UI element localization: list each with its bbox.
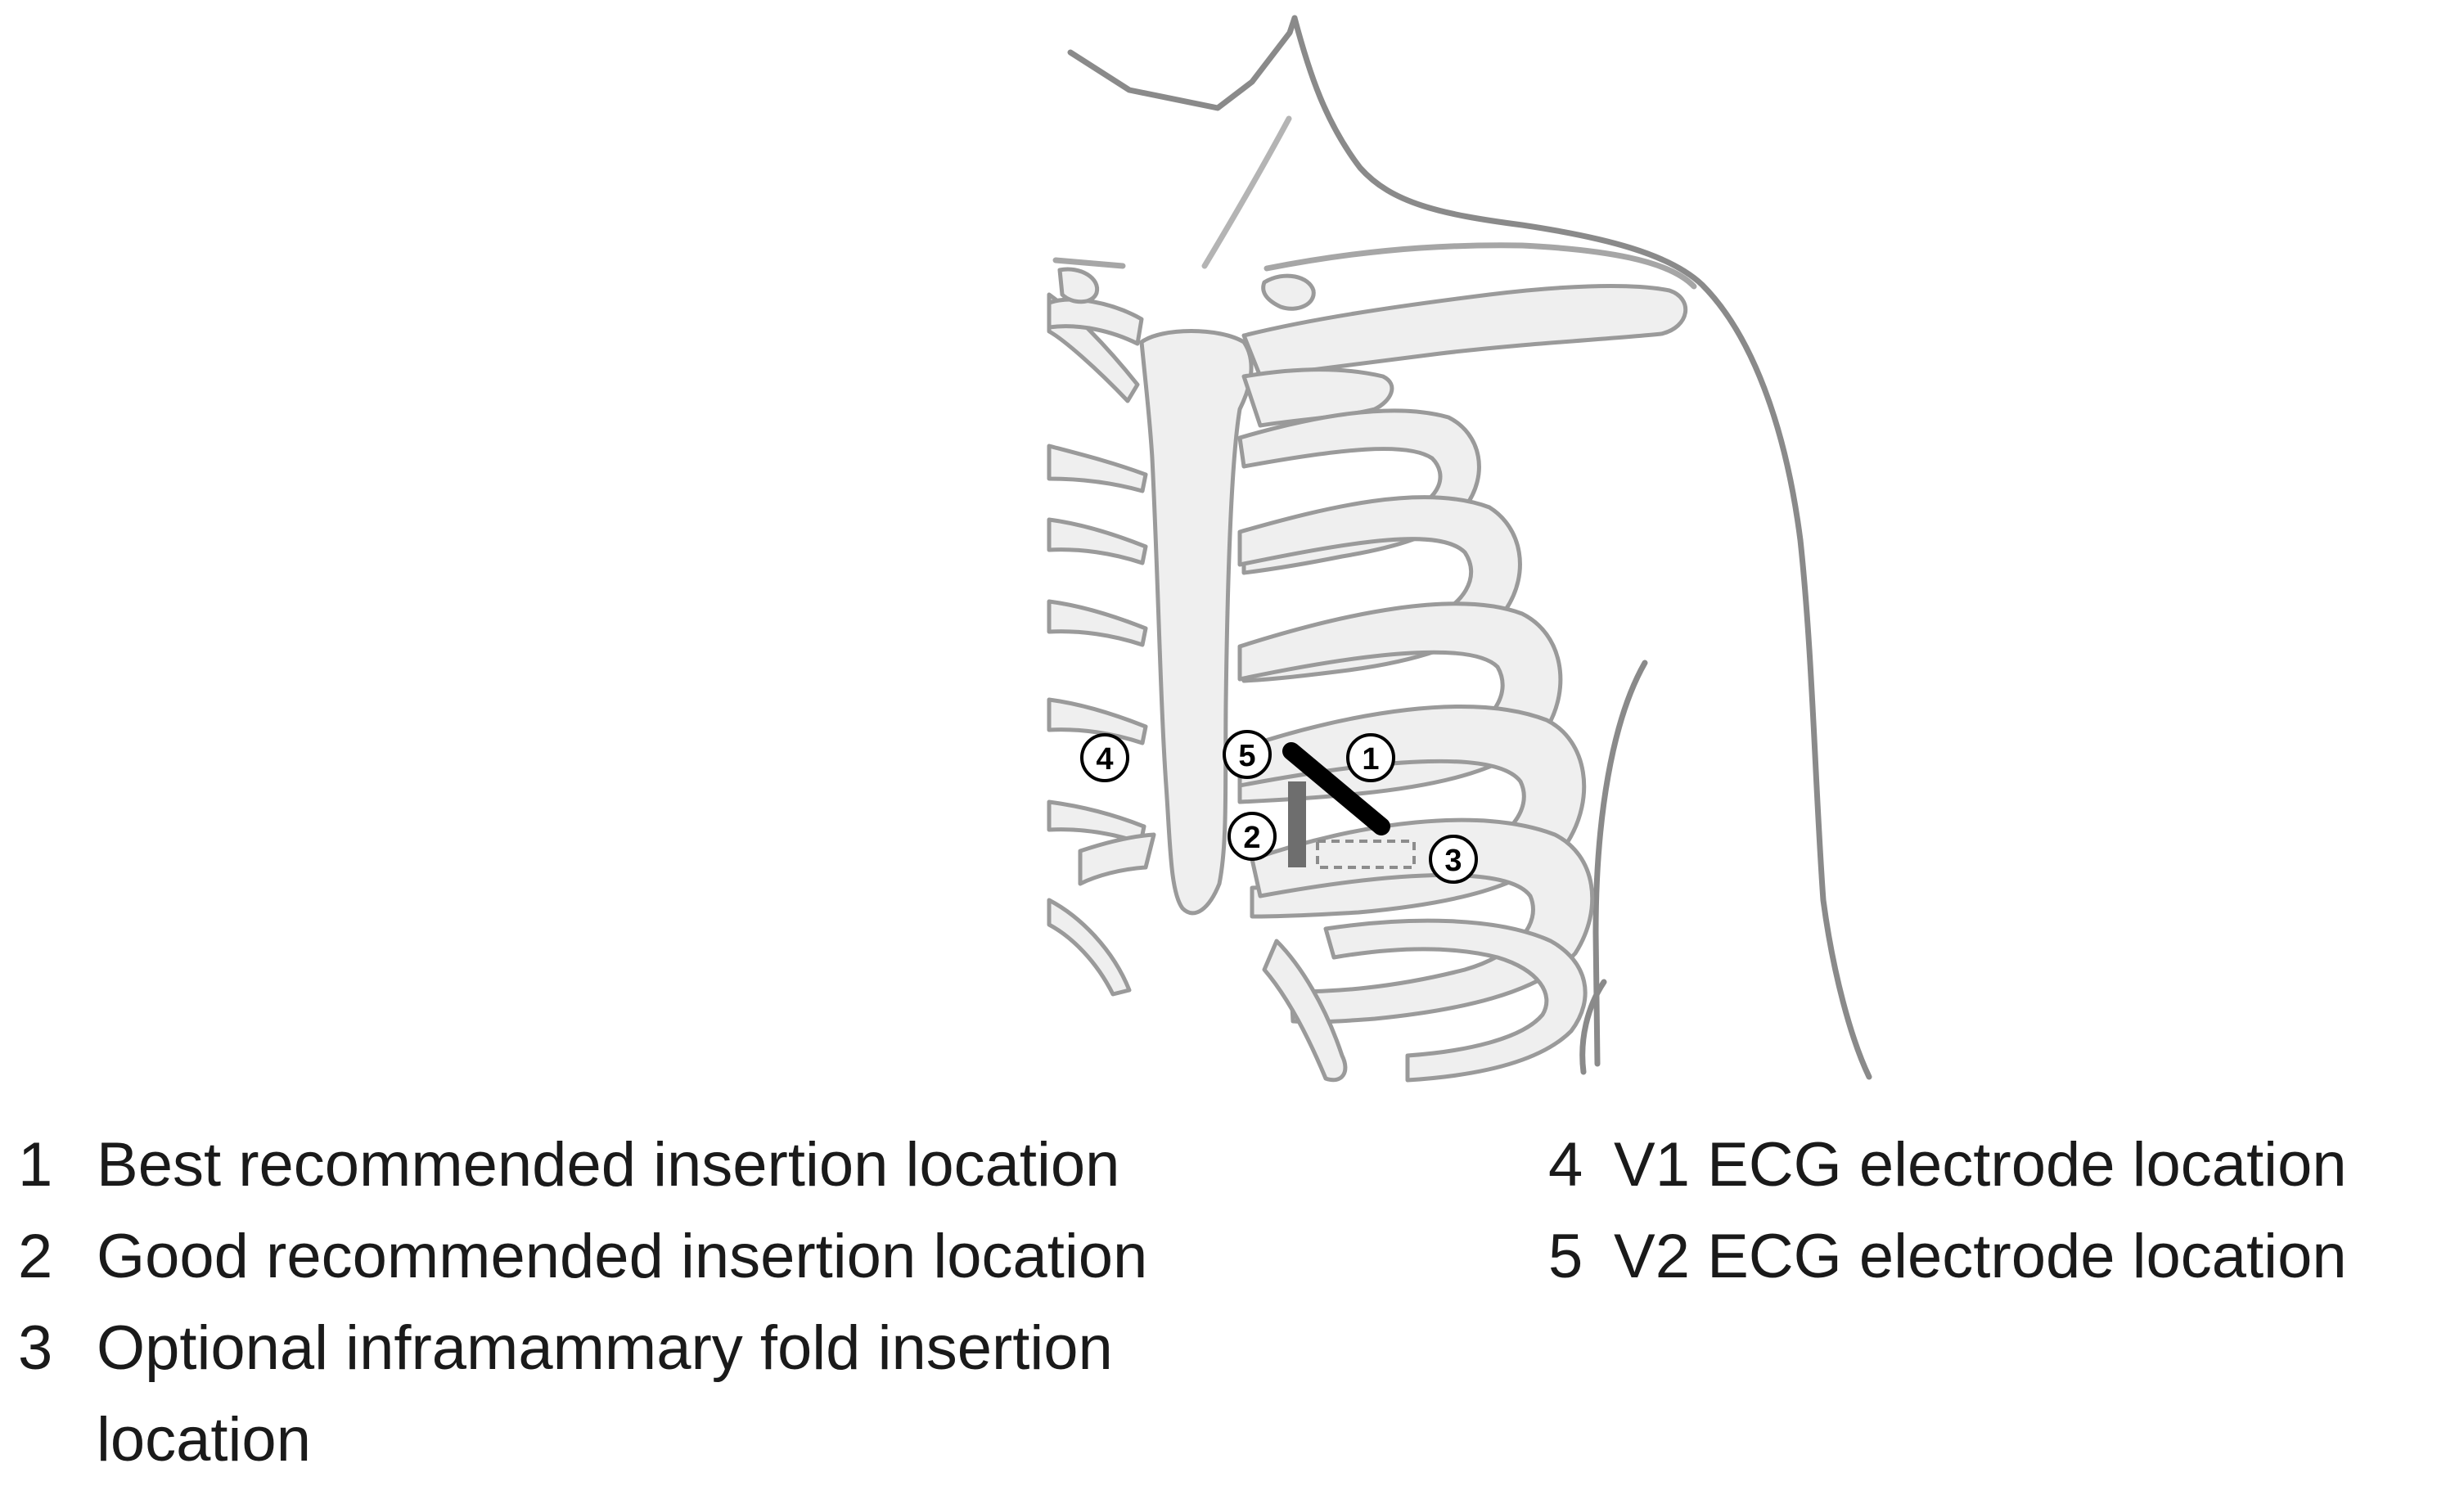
arm-line (1592, 660, 1648, 1067)
legend-item-1: 1 Best recommended insertion location (18, 1119, 1409, 1211)
marker-3-label: 3 (1444, 844, 1462, 878)
left-rib-7 (1078, 832, 1156, 886)
left-rib-3 (1047, 517, 1148, 565)
clavicle-knob-left (1057, 267, 1100, 304)
legend-text: Good recommended insertion location (97, 1222, 1148, 1291)
marker-3-circle (1429, 835, 1478, 884)
legend-text: V2 ECG electrode location (1614, 1222, 2347, 1291)
legend-number: 2 (18, 1222, 53, 1291)
marker-2-label: 2 (1243, 821, 1260, 855)
right-rib-7 (1323, 918, 1588, 1083)
axilla-curve (1579, 979, 1607, 1075)
legend-item-2: 2 Good recommended insertion location (18, 1211, 1409, 1303)
marker-1-label: 1 (1362, 742, 1379, 777)
left-rib-5 (1047, 697, 1148, 745)
marker-4: 4 (1080, 733, 1129, 782)
legend-item-4: 4 V1 ECG electrode location (1548, 1119, 2457, 1211)
marker-5-circle (1223, 730, 1272, 779)
right-rib-8 (1262, 939, 1348, 1083)
legend-text: V1 ECG electrode location (1614, 1130, 2347, 1200)
marker-1: 1 (1346, 733, 1395, 782)
legend-number: 5 (1548, 1222, 1583, 1291)
legend-number: 1 (18, 1130, 53, 1200)
neck-right-shoulder-line (1291, 15, 1872, 1080)
insertion-locations (1282, 742, 1416, 869)
legend-left: 1 Best recommended insertion location 2 … (18, 1119, 1409, 1486)
rib-cage (1047, 267, 1688, 1083)
left-rib-2 (1047, 444, 1148, 493)
clavicle-line-right (1264, 242, 1697, 290)
legend-text: Optional inframammary fold insertion loc… (97, 1313, 1113, 1475)
marker-5: 5 (1223, 730, 1272, 779)
legend-right: 4 V1 ECG electrode location 5 V2 ECG ele… (1548, 1119, 2457, 1303)
clavicle-line-left (1052, 257, 1126, 269)
optional-insertion-box (1316, 840, 1416, 869)
legend-item-3: 3 Optional inframammary fold insertion l… (18, 1303, 1409, 1486)
neck-left-line (1067, 15, 1298, 111)
marker-2-circle (1227, 812, 1277, 861)
best-insertion-line (1282, 742, 1390, 835)
marker-4-circle (1080, 733, 1129, 782)
legend-item-5: 5 V2 ECG electrode location (1548, 1211, 2457, 1303)
body-outline (1052, 15, 1872, 1080)
marker-5-label: 5 (1238, 739, 1255, 773)
right-rib-6 (1250, 817, 1595, 1024)
inner-neck-line (1201, 115, 1292, 269)
legend-number: 4 (1548, 1130, 1583, 1200)
legend-number: 3 (18, 1313, 53, 1383)
marker-3: 3 (1429, 835, 1478, 884)
clavicle-knob-right (1261, 273, 1316, 311)
legend-text: Best recommended insertion location (97, 1130, 1120, 1200)
right-clavicle (1241, 284, 1688, 379)
marker-4-label: 4 (1096, 742, 1113, 777)
left-rib-8 (1047, 898, 1132, 997)
marker-2: 2 (1227, 812, 1277, 861)
marker-1-circle (1346, 733, 1395, 782)
left-rib-4 (1047, 599, 1148, 647)
